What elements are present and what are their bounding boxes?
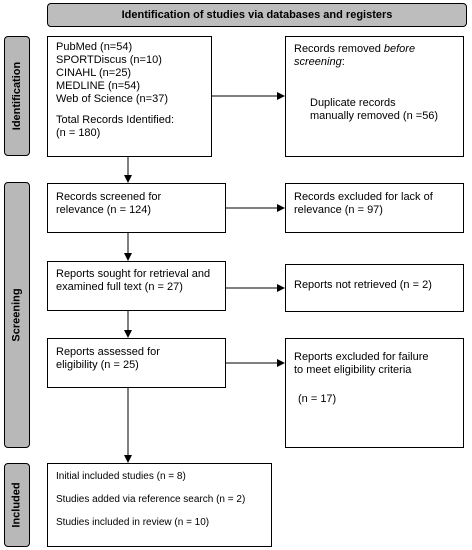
reports-sought-box: Reports sought for retrieval and examine… xyxy=(47,261,226,311)
source-medline: MEDLINE (n=54) xyxy=(56,80,141,92)
not-retrieved-line1: Reports not retrieved (n = 2) xyxy=(294,279,432,291)
excl-elig-line2: to meet eligibility criteria xyxy=(294,364,412,376)
excl-elig-line3: (n = 17) xyxy=(298,393,337,405)
excluded-line1: Records excluded for lack of xyxy=(294,191,433,203)
included-line3: Studies included in review (n = 10) xyxy=(56,517,210,528)
reports-assessed-box: Reports assessed for eligibility (n = 25… xyxy=(47,338,226,388)
screened-line2: relevance (n = 124) xyxy=(56,204,152,216)
sought-line2: examined full text (n = 27) xyxy=(56,281,183,293)
records-screened-box: Records screened for relevance (n = 124) xyxy=(47,183,226,233)
source-sportdiscus: SPORTDiscus (n=10) xyxy=(56,54,162,66)
screened-line1: Records screened for xyxy=(56,191,162,203)
removed-detail1: Duplicate records xyxy=(310,97,396,109)
assessed-line2: eligibility (n = 25) xyxy=(56,359,139,371)
included-line2: Studies added via reference search (n = … xyxy=(56,494,246,505)
total-value: (n = 180) xyxy=(56,127,101,139)
reports-excluded-eligibility-box: Reports excluded for failure to meet eli… xyxy=(285,338,464,448)
reports-not-retrieved-box: Reports not retrieved (n = 2) xyxy=(285,264,464,312)
records-excluded-box: Records excluded for lack of relevance (… xyxy=(285,183,464,233)
sought-line1: Reports sought for retrieval and xyxy=(56,268,211,280)
phase-included: Included xyxy=(4,463,30,547)
removed-suffix: : xyxy=(341,56,345,68)
removed-heading: Records removed before screening: xyxy=(294,43,455,69)
source-pubmed: PubMed (n=54) xyxy=(56,41,133,53)
records-removed-box: Records removed before screening: Duplic… xyxy=(285,36,464,157)
source-cinahl: CINAHL (n=25) xyxy=(56,67,132,79)
included-studies-box: Initial included studies (n = 8) Studies… xyxy=(47,463,272,547)
records-identified-box: PubMed (n=54) SPORTDiscus (n=10) CINAHL … xyxy=(47,36,212,157)
removed-italic: before screening xyxy=(294,43,416,68)
excl-elig-line1: Reports excluded for failure xyxy=(294,351,429,363)
flow-header: Identification of studies via databases … xyxy=(47,3,467,27)
total-label: Total Records Identified: xyxy=(56,114,175,126)
assessed-line1: Reports assessed for xyxy=(56,346,160,358)
included-line1: Initial included studies (n = 8) xyxy=(56,471,186,482)
phase-identification: Identification xyxy=(4,36,30,156)
phase-screening: Screening xyxy=(4,182,30,448)
source-wos: Web of Science (n=37) xyxy=(56,93,168,105)
excluded-line2: relevance (n = 97) xyxy=(294,204,383,216)
removed-detail2: manually removed (n =56) xyxy=(310,110,439,122)
removed-prefix: Records removed xyxy=(294,43,384,55)
